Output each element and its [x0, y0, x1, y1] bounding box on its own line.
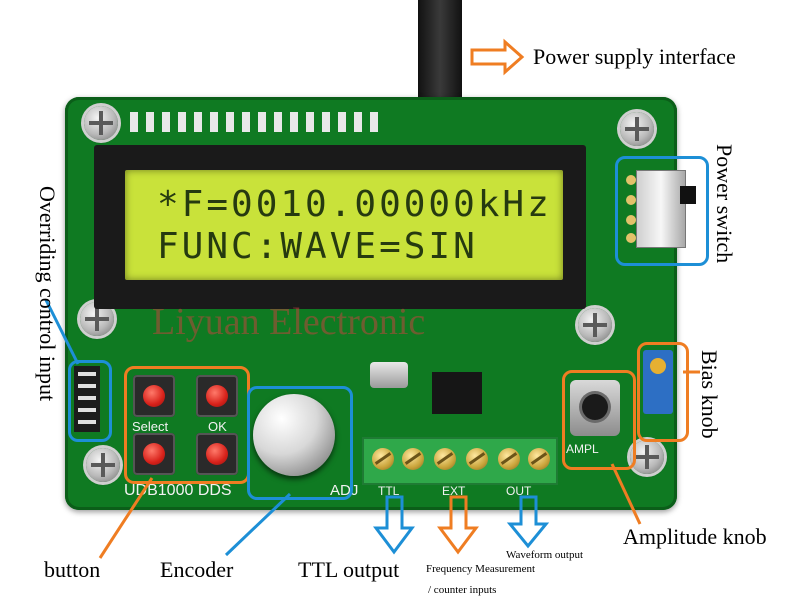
- down-button[interactable]: [133, 433, 175, 475]
- select-button[interactable]: [133, 375, 175, 417]
- terminal-screw[interactable]: [402, 448, 424, 470]
- ic-chip: [432, 372, 482, 414]
- lcd-screen: *F=0010.00000kHz FUNC:WAVE=SIN: [125, 170, 563, 280]
- overriding-control-input-label: Overriding control input: [35, 186, 60, 402]
- crystal: [370, 362, 408, 388]
- screw-bottom-left: [86, 448, 120, 482]
- control-input-leader: [44, 299, 80, 365]
- ok-button[interactable]: [196, 375, 238, 417]
- bias-knob-label: Bias knob: [697, 350, 722, 439]
- power-supply-interface-label: Power supply interface: [533, 44, 736, 69]
- power-switch-body: [636, 170, 686, 248]
- ok-label: OK: [208, 419, 227, 434]
- screw-top-left: [84, 106, 118, 140]
- frequency-input-arrow: [437, 495, 479, 555]
- waveform-output-arrow: [506, 495, 550, 549]
- power-switch-pins: [624, 170, 638, 246]
- terminal-screw[interactable]: [498, 448, 520, 470]
- frequency-measurement-label: Frequency Measurement: [426, 563, 536, 575]
- button-label: button: [44, 557, 101, 582]
- terminal-screw[interactable]: [372, 448, 394, 470]
- ttl-output-label: TTL output: [298, 557, 400, 582]
- lcd-line-1: *F=0010.00000kHz: [157, 184, 552, 225]
- amplitude-knob[interactable]: [570, 380, 620, 436]
- select-label: Select: [132, 419, 169, 434]
- header-pins: [130, 106, 392, 132]
- out-silk: OUT: [506, 484, 532, 498]
- counter-inputs-label: / counter inputs: [428, 584, 497, 596]
- terminal-screw[interactable]: [434, 448, 456, 470]
- ext-silk: EXT: [442, 484, 466, 498]
- power-switch-label: Power switch: [712, 144, 737, 264]
- waveform-output-label: Waveform output: [506, 549, 584, 561]
- bias-knob[interactable]: [643, 350, 673, 414]
- model-label: UDB1000 DDS: [124, 482, 232, 499]
- watermark: Liyuan Electronic: [152, 301, 426, 343]
- power-supply-arrow: [470, 38, 525, 76]
- amplitude-leader: [610, 463, 642, 525]
- up-button[interactable]: [196, 433, 238, 475]
- ttl-output-arrow: [373, 495, 415, 555]
- power-cable: [418, 0, 462, 104]
- encoder-highlight: [247, 386, 353, 500]
- amplitude-knob-label: Amplitude knob: [623, 524, 767, 549]
- screw-top-right: [620, 112, 654, 146]
- bias-knob-highlight: [637, 342, 689, 442]
- power-switch-highlight: [615, 156, 709, 266]
- ttl-silk: TTL: [378, 484, 400, 498]
- button-leader: [98, 477, 154, 559]
- output-terminal-block: [362, 437, 558, 485]
- screw-mid-right: [578, 308, 612, 342]
- encoder-label: Encoder: [160, 557, 234, 582]
- control-input-highlight: [68, 360, 112, 442]
- terminal-screw[interactable]: [466, 448, 488, 470]
- power-switch-lever[interactable]: [680, 186, 696, 204]
- terminal-screw[interactable]: [528, 448, 550, 470]
- encoder-leader: [224, 492, 292, 557]
- ampl-silk: AMPL: [566, 442, 599, 456]
- lcd-line-2: FUNC:WAVE=SIN: [157, 226, 478, 267]
- amplitude-knob-highlight: [562, 370, 636, 470]
- control-input-header: [74, 366, 100, 432]
- encoder-knob[interactable]: [253, 394, 335, 476]
